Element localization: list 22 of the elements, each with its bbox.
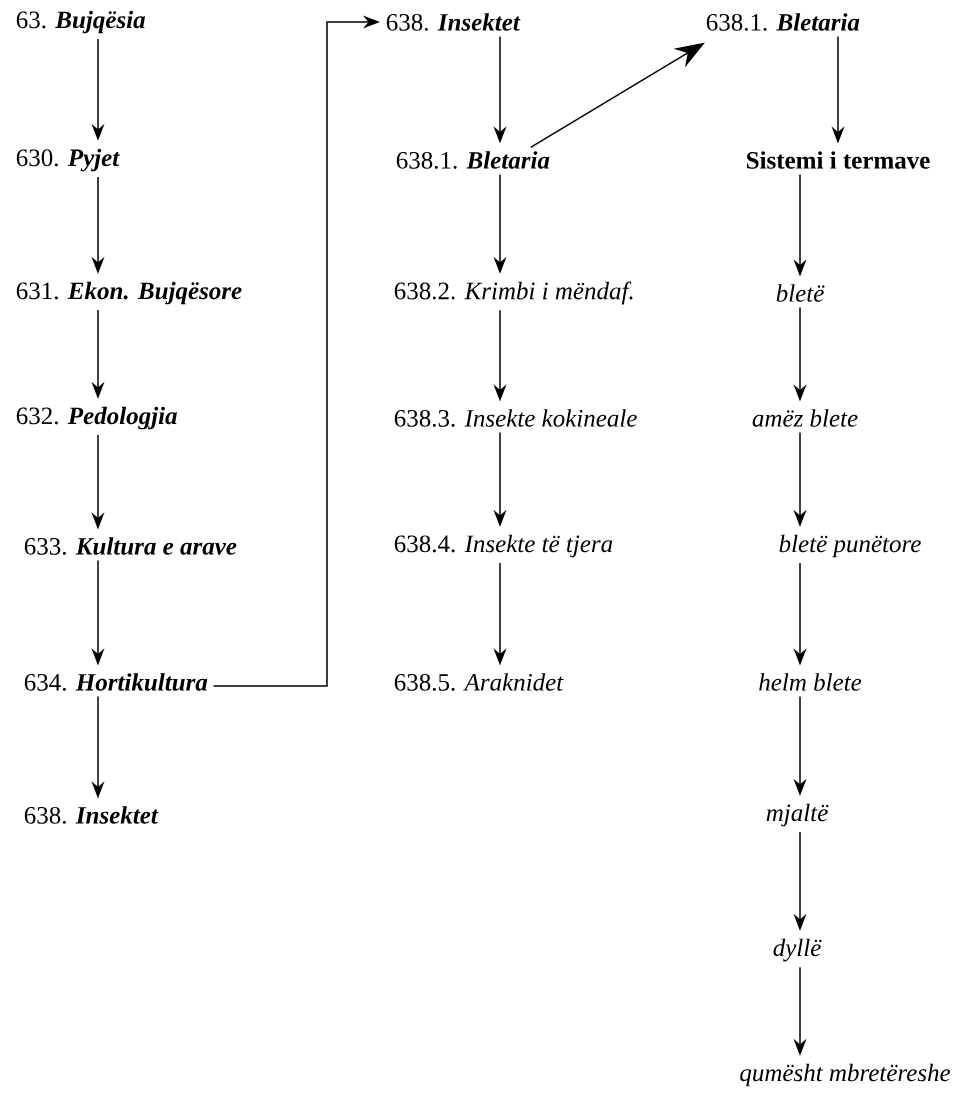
class-label: bletë <box>776 284 825 302</box>
class-label: 630. Pyjet <box>16 148 120 172</box>
class-label: 633. Kultura e arave <box>24 537 237 555</box>
class-label: bletë punëtore <box>779 534 921 558</box>
class-label: 631. Ekon. Bujqësore <box>16 281 242 305</box>
class-label: 638.1. Bletaria <box>706 13 860 31</box>
class-label: Sistemi i termave <box>747 151 930 169</box>
class-label: amëz blete <box>752 409 858 427</box>
class-label: 63. Bujqësia <box>16 10 146 34</box>
class-label: 638.3. Insekte kokineale <box>394 409 637 427</box>
class-label: helm blete <box>759 673 862 691</box>
class-label: 638. Insektet <box>386 13 521 31</box>
class-label: dyllë <box>773 938 822 962</box>
class-label: 632. Pedologjia <box>16 406 177 430</box>
class-label: 638.5. Araknidet <box>394 673 564 691</box>
class-label: 638.1. Bletaria <box>396 151 550 169</box>
class-label: qumësht mbretëreshe <box>740 1063 951 1087</box>
class-label: mjaltë <box>766 803 829 827</box>
class-label: 638.4. Insekte të tjera <box>394 534 613 558</box>
class-label: 634. Hortikultura <box>24 673 208 691</box>
class-label: 638.2. Krimbi i mëndaf. <box>394 281 633 305</box>
class-label: 638. Insektet <box>24 806 159 824</box>
